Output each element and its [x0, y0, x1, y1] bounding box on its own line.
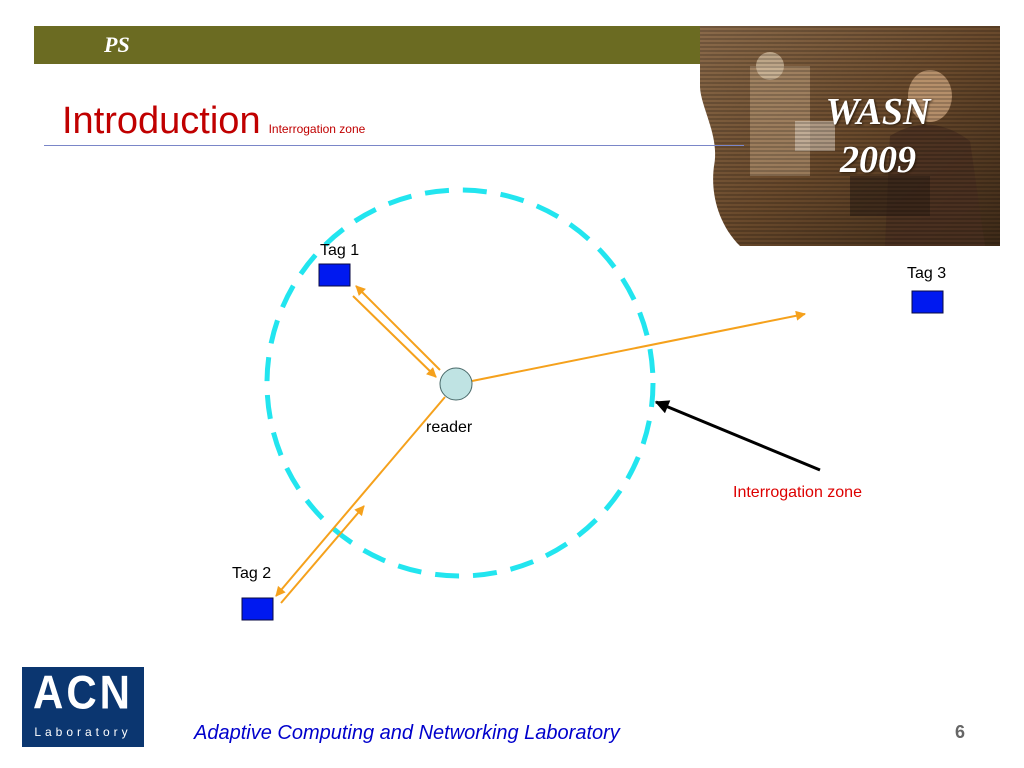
reader-to-tag3-arrow [471, 310, 806, 382]
tag3-label: Tag 3 [907, 265, 946, 282]
tag1-label: Tag 1 [320, 242, 359, 259]
section-label: PS [104, 32, 130, 57]
tag2-to-reader-arrow [280, 505, 365, 604]
banner-title-line1: WASN [825, 91, 931, 133]
banner-title: WASN 2009 [808, 88, 948, 184]
footer-lab-name: Adaptive Computing and Networking Labora… [194, 722, 620, 744]
banner-photo [700, 26, 1000, 246]
tag1-to-reader-arrow [352, 295, 437, 378]
slide-title-sub: Interrogation zone [268, 122, 366, 136]
tag2-box [241, 597, 274, 621]
reader-node [439, 367, 473, 401]
acn-lab-logo: ACN Laboratory [22, 666, 144, 747]
page-number: 6 [955, 722, 966, 742]
interrogation-zone-label: Interrogation zone [733, 484, 862, 501]
reader-to-tag2-arrow [275, 396, 446, 597]
logo-sub-text: Laboratory [34, 725, 132, 739]
slide-title-main: Introduction [62, 100, 261, 142]
logo-main-text: ACN [33, 666, 133, 719]
reader-label: reader [426, 419, 473, 436]
interrogation-zone-circle [264, 187, 656, 579]
zone-pointer-arrow [654, 400, 821, 472]
tag2-label: Tag 2 [232, 565, 271, 582]
banner-title-line2: 2009 [840, 139, 916, 181]
tag3-box [911, 290, 944, 314]
title-divider [44, 145, 744, 146]
reader-to-tag1-arrow [355, 285, 441, 371]
tag1-box [318, 263, 351, 287]
